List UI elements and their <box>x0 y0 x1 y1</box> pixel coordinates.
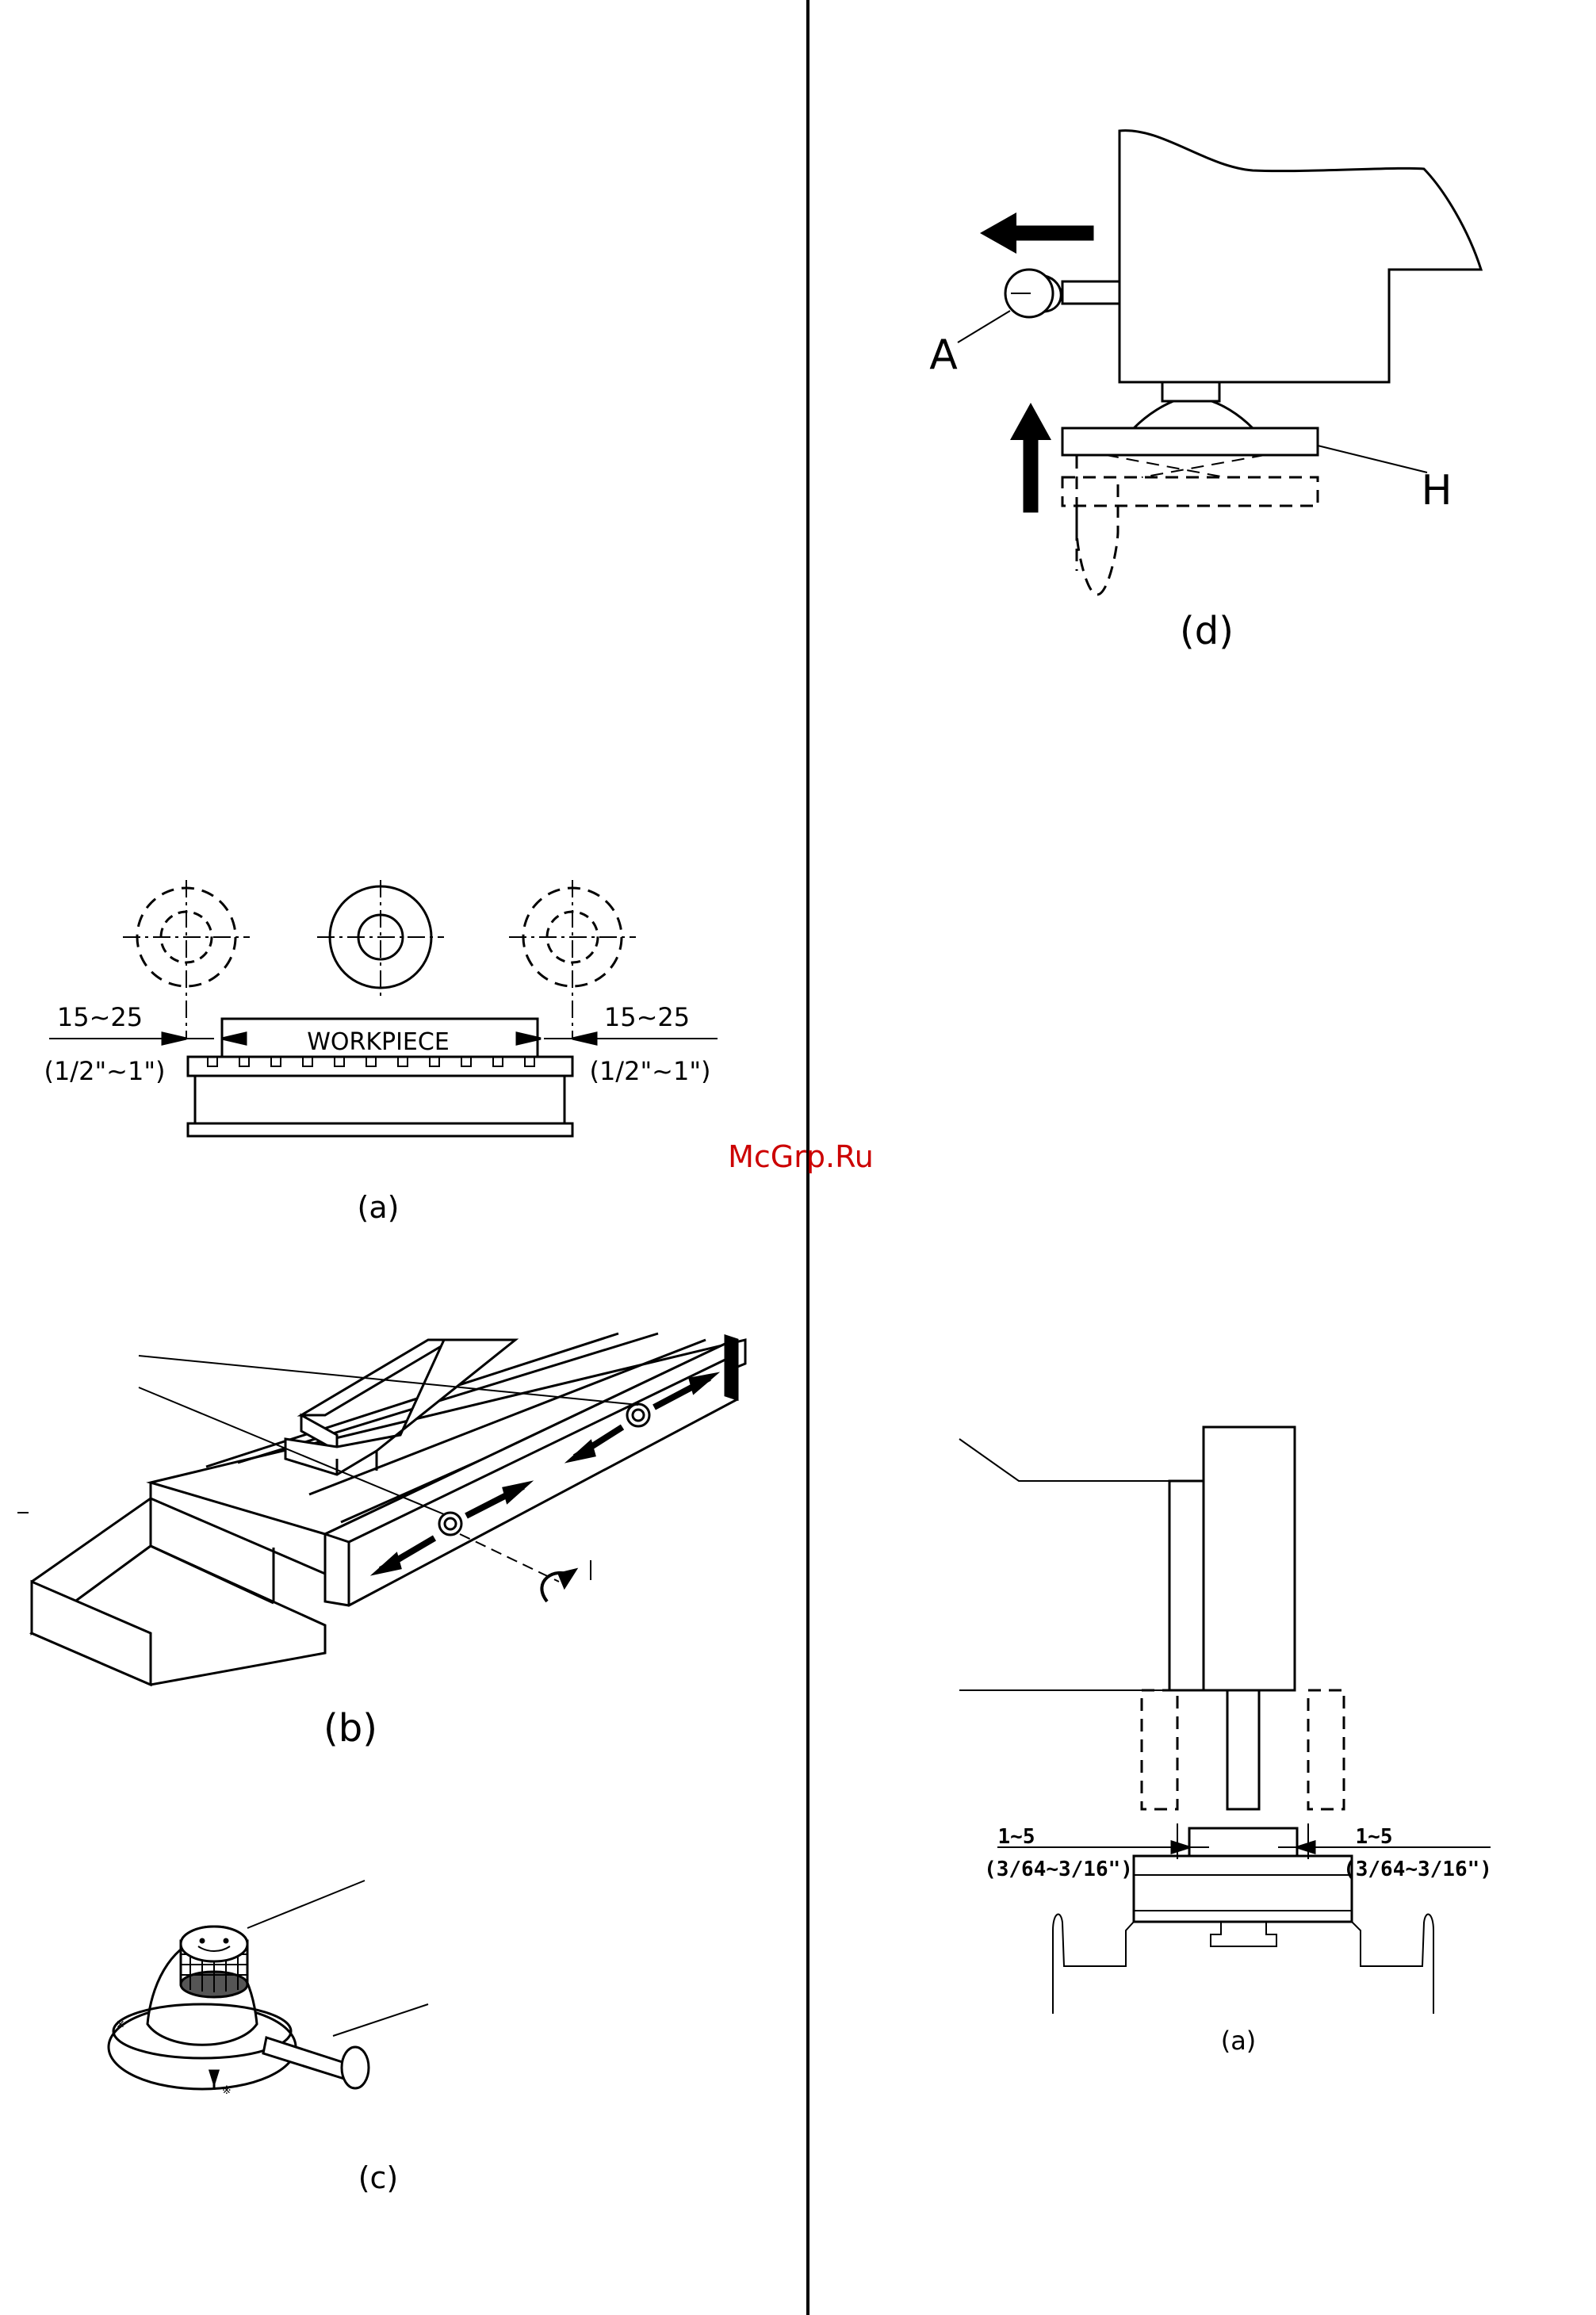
svg-text:※: ※ <box>116 2018 125 2031</box>
dim-right-a-right-mm: 1~5 <box>1356 1825 1393 1849</box>
workpiece-right <box>1189 1828 1297 1856</box>
table-plate-h <box>1062 428 1318 455</box>
dim-right-a-left-mm: 1~5 <box>998 1825 1035 1849</box>
figure-right-a <box>959 1427 1491 2014</box>
dim-right-a-right-in: (3/64~3/16") <box>1343 1858 1492 1881</box>
caption-left-b: (b) <box>323 1706 377 1751</box>
dim-right-in: (1/2"~1") <box>589 1056 710 1086</box>
caption-left-a: (a) <box>358 1190 400 1225</box>
cutter-position-center <box>317 880 444 997</box>
caption-left-c: (c) <box>358 2160 399 2195</box>
cutter-housing <box>1204 1427 1295 1690</box>
dim-right-a-left-in: (3/64~3/16") <box>984 1858 1133 1881</box>
workpiece-label: WORKPIECE <box>307 1028 450 1056</box>
arrow-up <box>1024 436 1037 511</box>
watermark: McGrp.Ru <box>728 1139 874 1174</box>
label-a: A <box>929 331 958 379</box>
caption-right-d: (d) <box>1180 609 1234 653</box>
figure-left-b <box>17 1334 745 1685</box>
dim-left-in: (1/2"~1") <box>44 1056 165 1086</box>
spindle <box>1227 1690 1259 1809</box>
dim-right-mm: 15~25 <box>604 1002 690 1032</box>
arrow-left <box>1007 227 1093 239</box>
figure-right-d <box>958 131 1481 595</box>
dim-left-mm: 15~25 <box>57 1002 143 1032</box>
svg-text:※: ※ <box>222 2084 232 2097</box>
caption-right-a: (a) <box>1221 2026 1257 2056</box>
milling-head <box>1119 131 1481 382</box>
label-h: H <box>1421 467 1452 515</box>
figure-left-c: ※ ※ <box>109 1881 428 2097</box>
